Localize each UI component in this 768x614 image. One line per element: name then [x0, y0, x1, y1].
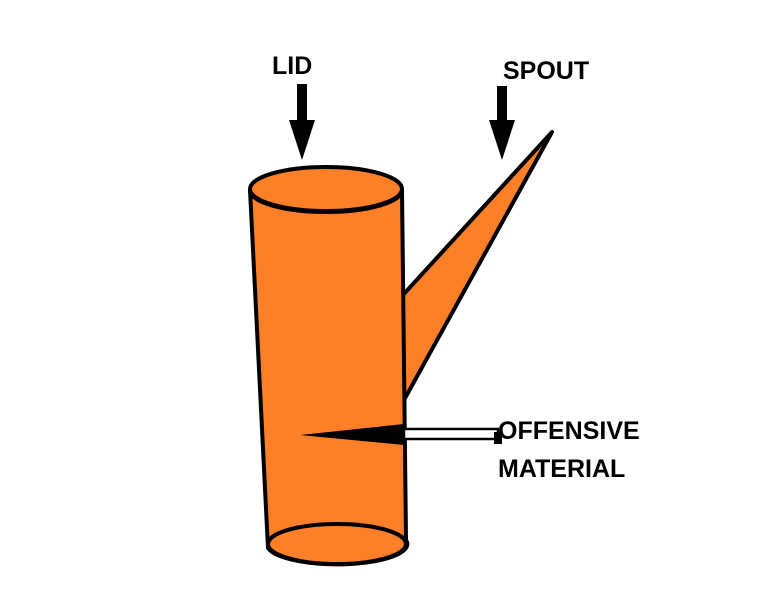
cylinder-body [248, 188, 410, 567]
spout-arrow [489, 86, 515, 160]
offensive-material-pointer [300, 424, 502, 445]
offensive-material-label: OFFENSIVE MATERIAL [498, 412, 640, 488]
spout-shape [400, 130, 554, 402]
lid-ellipse [248, 165, 404, 213]
spout-label: SPOUT [503, 57, 590, 85]
offensive-material-label-line1: OFFENSIVE [498, 417, 640, 445]
lid-label: LID [272, 52, 313, 80]
offensive-material-label-line2: MATERIAL [498, 455, 626, 483]
lid-arrow [289, 84, 315, 160]
bottom-ellipse [266, 522, 408, 566]
